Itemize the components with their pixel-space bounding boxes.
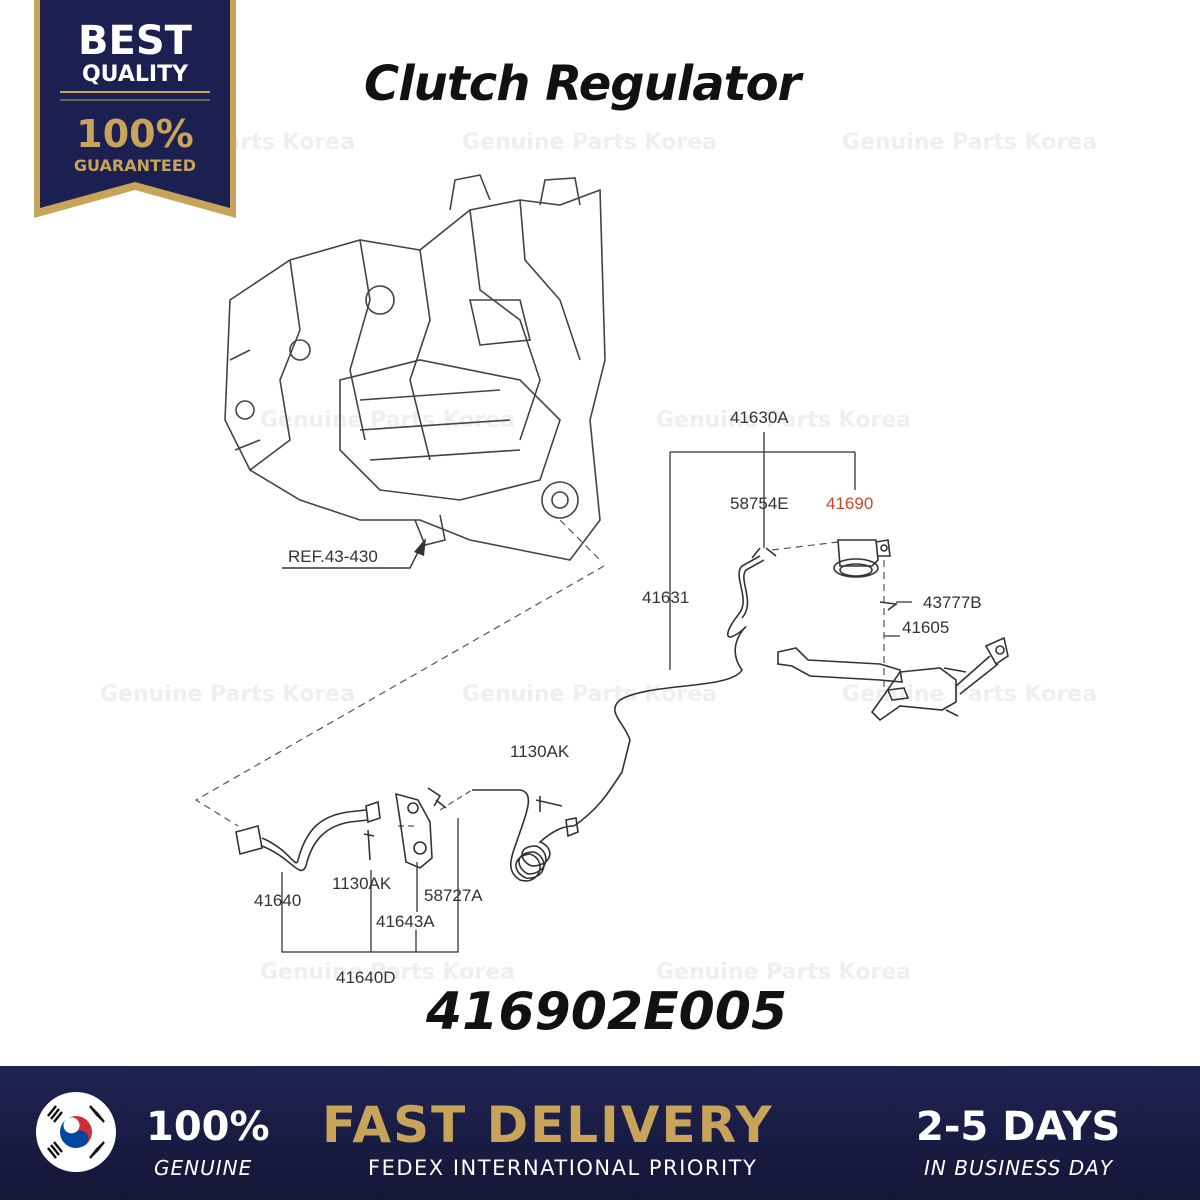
shipping-banner: 100% GENUINE FAST DELIVERY FEDEX INTERNA… (0, 1066, 1200, 1200)
delivery-days: 2-5 DAYS (916, 1104, 1121, 1150)
badge-guaranteed: GUARANTEED (73, 156, 197, 175)
watermark: Genuine Parts Korea (462, 682, 717, 707)
korea-flag-icon (36, 1092, 116, 1172)
badge-ribbon-shape (34, 0, 236, 218)
label-41630a: 41630A (730, 408, 789, 427)
badge-best: BEST (78, 18, 192, 64)
watermark: Genuine Parts Korea (656, 408, 911, 433)
label-41605: 41605 (902, 618, 950, 637)
label-41690: 41690 (826, 494, 874, 513)
transmission-drawing (224, 174, 606, 561)
label-1130ak-left: 1130AK (332, 874, 392, 893)
pipe-assembly (235, 787, 579, 872)
dashed-leader (771, 541, 839, 551)
genuine-percent: 100% (146, 1104, 270, 1150)
quality-badge: BEST QUALITY 100% GUARANTEED (34, 0, 236, 218)
ref-leader-line (282, 547, 421, 569)
badge-percent: 100% (76, 112, 194, 156)
badge-quality: QUALITY (81, 62, 189, 87)
dashed-leader (398, 789, 473, 827)
label-1130ak-top: 1130AK (510, 742, 570, 761)
watermark: Genuine Parts Korea (100, 682, 355, 707)
dashed-leader (194, 565, 605, 827)
part-number: 416902E005 (426, 982, 788, 1042)
product-title: Clutch Regulator (364, 56, 801, 112)
watermark: Genuine Parts Korea (656, 960, 911, 985)
callout-brackets (281, 432, 912, 953)
watermark: Genuine Parts Korea (842, 130, 1097, 155)
label-43777b: 43777B (923, 593, 982, 612)
label-41640: 41640 (254, 891, 302, 910)
label-58754e: 58754E (730, 494, 789, 513)
master-cylinder-part (777, 636, 1009, 722)
watermark: Genuine Parts Korea (260, 960, 515, 985)
clutch-hose (472, 547, 777, 882)
label-ref: REF.43-430 (288, 547, 378, 566)
clutch-regulator-part (833, 539, 899, 611)
label-41631: 41631 (642, 588, 690, 607)
business-day: IN BUSINESS DAY (924, 1156, 1114, 1180)
genuine-label: GENUINE (154, 1156, 253, 1180)
label-41640d: 41640D (336, 968, 396, 987)
fedex-priority: FEDEX INTERNATIONAL PRIORITY (368, 1156, 758, 1180)
label-58727a: 58727A (424, 886, 483, 905)
watermark: Genuine Parts Korea (462, 130, 717, 155)
fast-delivery: FAST DELIVERY (322, 1096, 774, 1154)
dashed-leader (559, 519, 601, 561)
ref-arrow-icon (414, 538, 426, 556)
label-41643a: 41643A (376, 912, 435, 931)
